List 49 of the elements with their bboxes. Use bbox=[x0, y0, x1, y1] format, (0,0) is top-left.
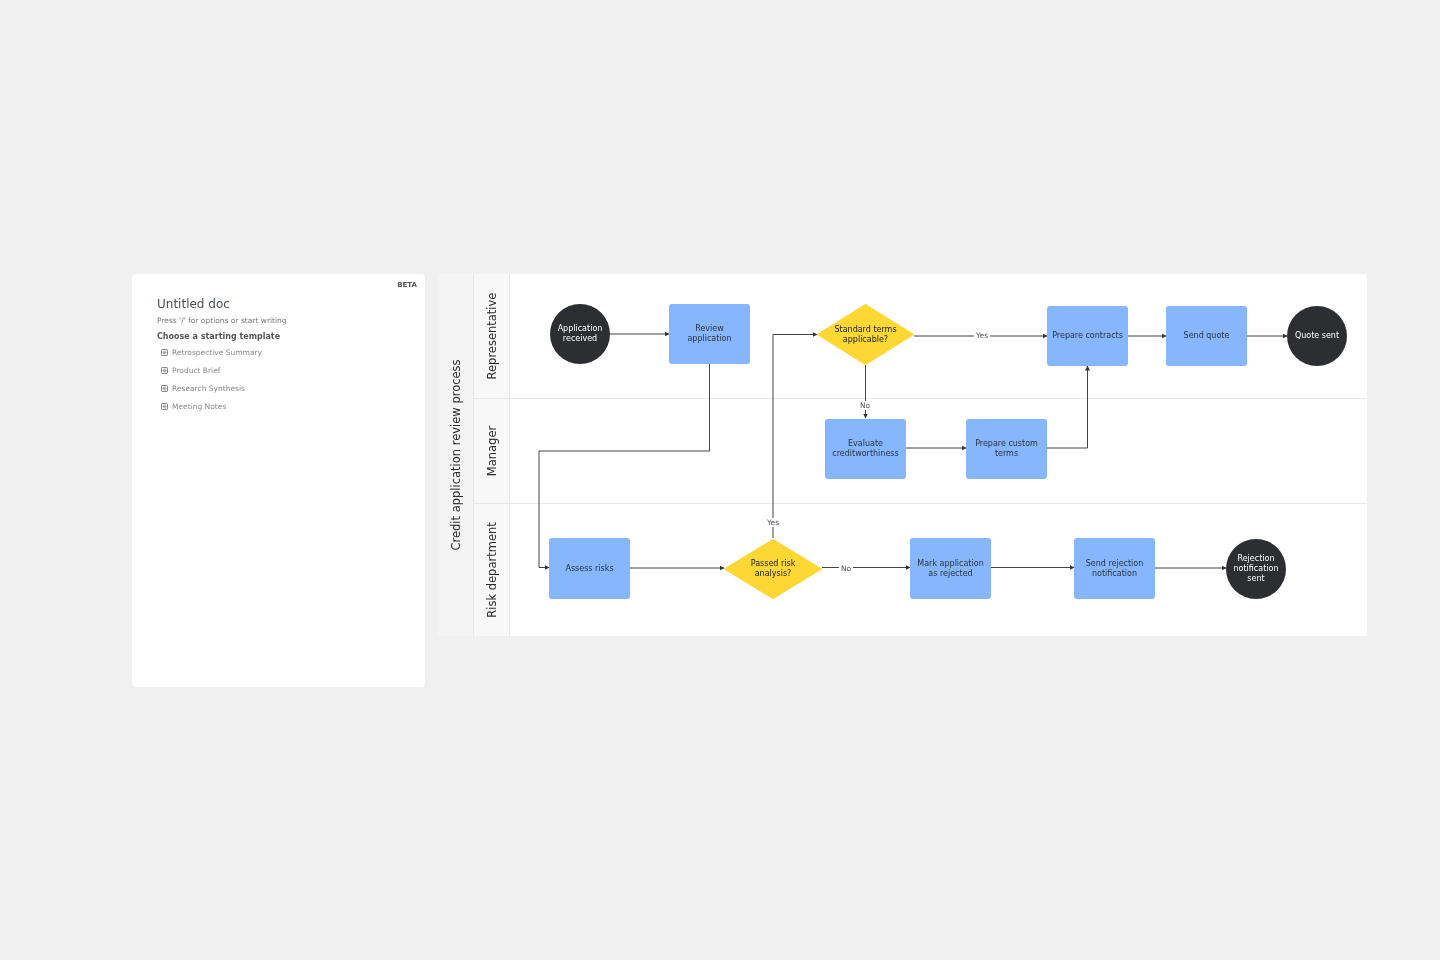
arrow bbox=[905, 445, 967, 451]
pool-frame bbox=[438, 274, 1367, 636]
arrow bbox=[913, 333, 1048, 339]
pool-title: Credit application review process bbox=[448, 359, 463, 551]
process-box bbox=[825, 419, 906, 479]
arrow bbox=[1127, 333, 1167, 339]
node-label: Review application bbox=[686, 324, 733, 344]
process-box bbox=[1166, 306, 1247, 366]
node-label: Prepare custom terms bbox=[974, 439, 1039, 459]
node-label: Send quote bbox=[1183, 331, 1230, 341]
arrow bbox=[772, 332, 818, 539]
section-heading: Choose a starting template bbox=[157, 332, 281, 341]
arrow bbox=[609, 331, 670, 337]
arrow bbox=[1246, 333, 1288, 339]
node-label: Application received bbox=[556, 324, 604, 344]
arrow bbox=[1046, 365, 1090, 449]
node-label: Mark application as rejected bbox=[916, 558, 985, 579]
node-label: Assess risks bbox=[565, 563, 614, 574]
decision-diamond bbox=[724, 539, 822, 599]
node-label: Evaluate creditworthiness bbox=[831, 439, 900, 459]
process-box bbox=[669, 304, 750, 364]
arrow bbox=[1154, 565, 1227, 571]
doc-title: Untitled doc bbox=[157, 297, 230, 311]
node-label: Rejection notification sent bbox=[1232, 554, 1280, 584]
lane-title: Representative bbox=[484, 292, 499, 380]
process-box bbox=[966, 419, 1047, 479]
process-box bbox=[910, 538, 991, 599]
arrow bbox=[629, 565, 725, 571]
lane-title: Manager bbox=[484, 425, 499, 477]
terminal-circle bbox=[550, 304, 610, 364]
doc-panel bbox=[132, 274, 425, 687]
node-label: Send rejection notification bbox=[1084, 558, 1145, 579]
swimlane bbox=[474, 398, 1367, 503]
terminal-circle bbox=[1287, 306, 1347, 366]
process-box bbox=[1074, 538, 1155, 599]
node-label: Passed risk analysis? bbox=[749, 559, 797, 579]
arrow bbox=[990, 565, 1075, 570]
swimlane bbox=[474, 503, 1367, 636]
node-label: Standard terms applicable? bbox=[834, 324, 897, 345]
arrow bbox=[863, 364, 868, 419]
process-box bbox=[1047, 306, 1128, 366]
arrow bbox=[821, 565, 911, 570]
lane-title: Risk department bbox=[484, 522, 499, 618]
node-label: Prepare contracts bbox=[1052, 331, 1123, 341]
decision-diamond bbox=[817, 304, 914, 365]
process-box bbox=[549, 538, 630, 599]
terminal-circle bbox=[1226, 539, 1286, 599]
node-label: Quote sent bbox=[1294, 331, 1340, 341]
arrow bbox=[538, 363, 710, 570]
